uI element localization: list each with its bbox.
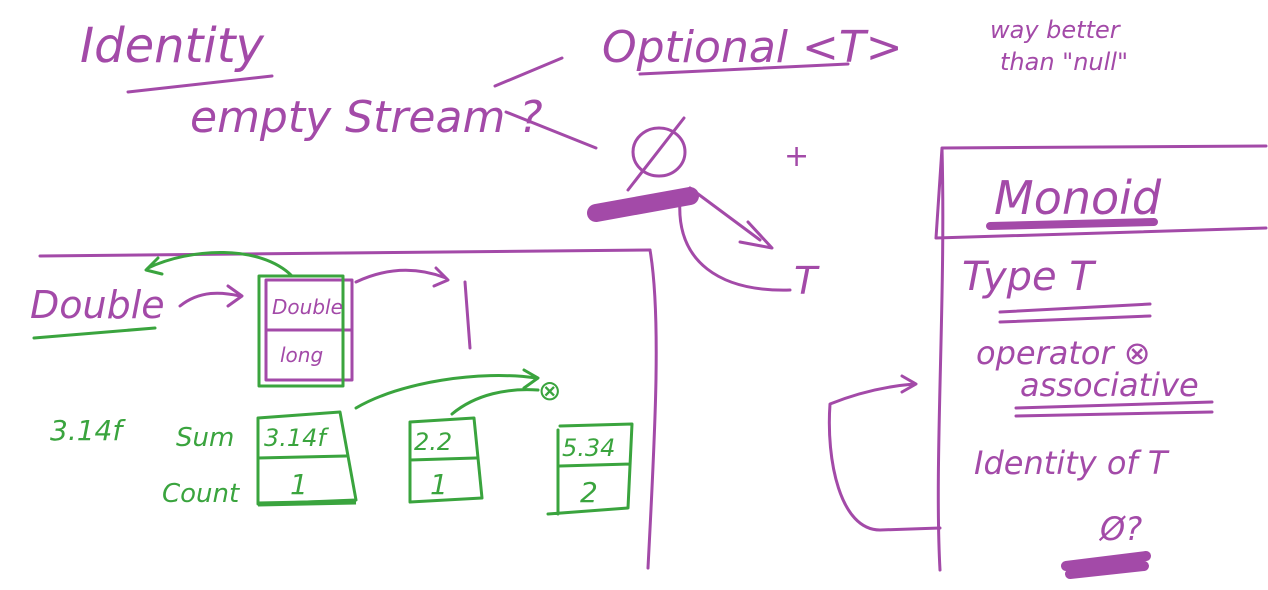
monoid-identity: Identity of T: [974, 444, 1170, 482]
accumulator-3: [546, 422, 634, 516]
scribble-highlight: [587, 187, 699, 222]
monoid-title: Monoid: [994, 171, 1162, 225]
optional-type-heading: Optional <T>: [602, 22, 903, 73]
arrow-combine-1: [354, 368, 540, 410]
arrow-combine-2: [450, 388, 540, 416]
count-label: Count: [162, 479, 240, 509]
note-line-2: than "null": [1000, 48, 1128, 76]
value-3-14f: 3.14f: [50, 414, 126, 447]
accumulator-2: [408, 416, 484, 504]
acc3-sum: 5.34: [562, 434, 615, 462]
arrow-box-back: [144, 250, 294, 278]
left-frame-right: [646, 248, 658, 570]
arrow-to-type: [688, 186, 774, 250]
vertical-tick: [463, 280, 472, 350]
plus-sign: +: [784, 139, 809, 174]
double-long-box: [257, 274, 354, 388]
monoid-empty-scribble: [1061, 551, 1151, 579]
note-line-1: way better: [990, 16, 1122, 44]
box-long-cell: long: [280, 343, 323, 367]
sum-label: Sum: [176, 423, 234, 453]
monoid-type-underline: [998, 302, 1152, 324]
left-frame-top: [38, 248, 652, 258]
combine-symbol: ⊗: [538, 374, 561, 407]
curve-to-type: [678, 198, 792, 292]
monoid-associative-underline: [1014, 400, 1214, 418]
double-underline: [32, 326, 157, 340]
monoid-left-connector: [827, 374, 942, 532]
box-double-cell: Double: [272, 295, 343, 319]
branch-to-empty-symbol: [504, 110, 598, 150]
arrow-double-to-box: [178, 284, 244, 308]
arrow-box-right: [354, 266, 450, 288]
type-t-label: T: [794, 259, 820, 303]
identity-underline: [126, 74, 274, 94]
identity-heading: Identity: [80, 18, 265, 74]
monoid-operator: operator ⊗: [976, 334, 1151, 372]
monoid-panel-frame: [934, 144, 1268, 572]
acc1-count: 1: [290, 468, 308, 501]
empty-stream-question: empty Stream ?: [190, 92, 543, 143]
monoid-title-underline: [986, 218, 1158, 230]
empty-set-symbol: [626, 116, 687, 192]
acc2-count: 1: [430, 468, 448, 501]
accumulator-1: [256, 410, 358, 507]
acc1-sum: 3.14f: [264, 424, 329, 452]
optional-underline: [638, 62, 850, 76]
monoid-empty: Ø?: [1098, 510, 1142, 548]
monoid-associative: associative: [1020, 366, 1199, 404]
acc2-sum: 2.2: [414, 428, 452, 456]
monoid-type: Type T: [962, 254, 1097, 300]
branch-to-optional: [493, 56, 564, 88]
double-label: Double: [30, 283, 165, 327]
acc3-count: 2: [580, 476, 598, 509]
